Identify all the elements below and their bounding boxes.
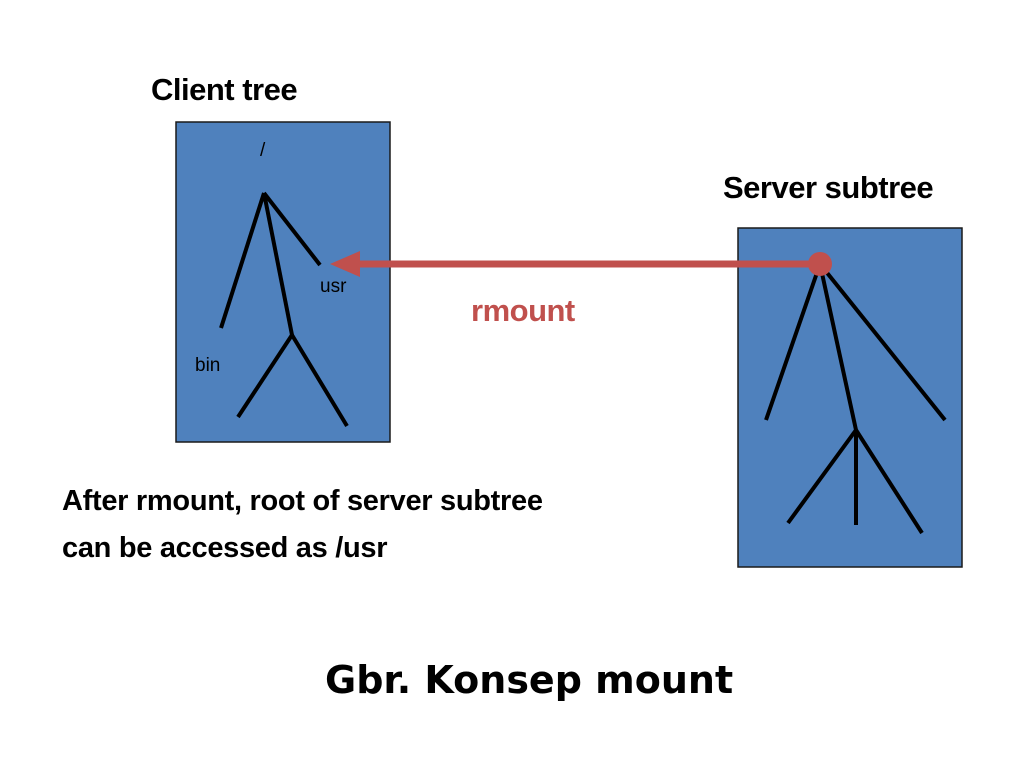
rmount-arrowhead <box>330 251 360 277</box>
rmount-label: rmount <box>471 293 575 328</box>
client-bin-label: bin <box>195 355 221 376</box>
client-tree-branches <box>219 191 349 428</box>
server-branch-right-leaf <box>854 428 924 535</box>
server-branch-right <box>818 262 947 422</box>
note-line-1: After rmount, root of server subtree <box>62 485 543 517</box>
client-branch-bin <box>219 192 266 329</box>
client-branch-usr <box>262 191 322 267</box>
note-line-2: can be accessed as /usr <box>62 532 388 564</box>
client-usr-label: usr <box>320 276 347 297</box>
server-tree-branches <box>764 262 947 535</box>
server-branch-trunk <box>818 263 858 431</box>
client-branch-right-leaf <box>290 333 349 428</box>
server-branch-left <box>764 263 822 421</box>
client-branch-trunk <box>262 192 294 336</box>
figure-caption: Gbr. Konsep mount <box>325 658 734 702</box>
server-subtree-title: Server subtree <box>723 170 934 205</box>
client-branch-left-leaf <box>236 333 294 419</box>
client-tree-title: Client tree <box>151 72 298 107</box>
client-root-label: / <box>260 140 266 161</box>
server-branch-left-leaf <box>786 428 858 525</box>
server-root-node <box>808 252 832 276</box>
rmount-arrow <box>330 251 832 277</box>
